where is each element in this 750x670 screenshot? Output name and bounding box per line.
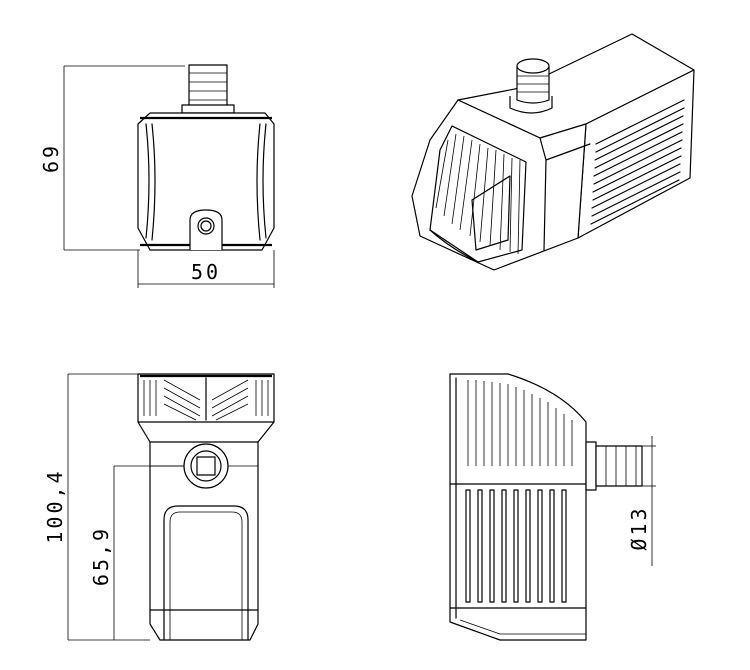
side-view: Ø13: [449, 373, 656, 641]
dimension-height: 69: [39, 65, 185, 251]
dimension-outlet-diameter: Ø13: [627, 436, 656, 566]
side-lower-grille: [465, 489, 567, 603]
front-body-outline: [137, 112, 275, 251]
length-label: 100,4: [43, 468, 67, 543]
outlet-offset-label: 65,9: [89, 526, 113, 586]
height-label: 69: [39, 143, 63, 173]
bottom-body-outline: [137, 373, 275, 641]
dimension-width: 50: [137, 250, 275, 288]
outlet-diameter-label: Ø13: [627, 505, 651, 550]
dimension-outlet-offset: 65,9: [89, 465, 184, 640]
bottom-grille: [140, 374, 272, 421]
front-inlet-port: [189, 209, 223, 250]
iso-side-fins: [590, 99, 685, 225]
iso-front-grille: [429, 125, 527, 263]
side-outlet-nozzle: [585, 441, 643, 491]
width-label: 50: [191, 260, 221, 284]
front-view: 69 50: [39, 64, 275, 288]
iso-outlet-nozzle: [509, 58, 553, 114]
front-outlet-nozzle: [181, 64, 235, 114]
bottom-outlet-port: [183, 443, 229, 489]
side-upper-grille: [467, 380, 573, 466]
dimension-length: 100,4: [43, 373, 150, 641]
isometric-view: [411, 33, 695, 271]
bottom-view: 100,4 65,9: [43, 373, 275, 641]
